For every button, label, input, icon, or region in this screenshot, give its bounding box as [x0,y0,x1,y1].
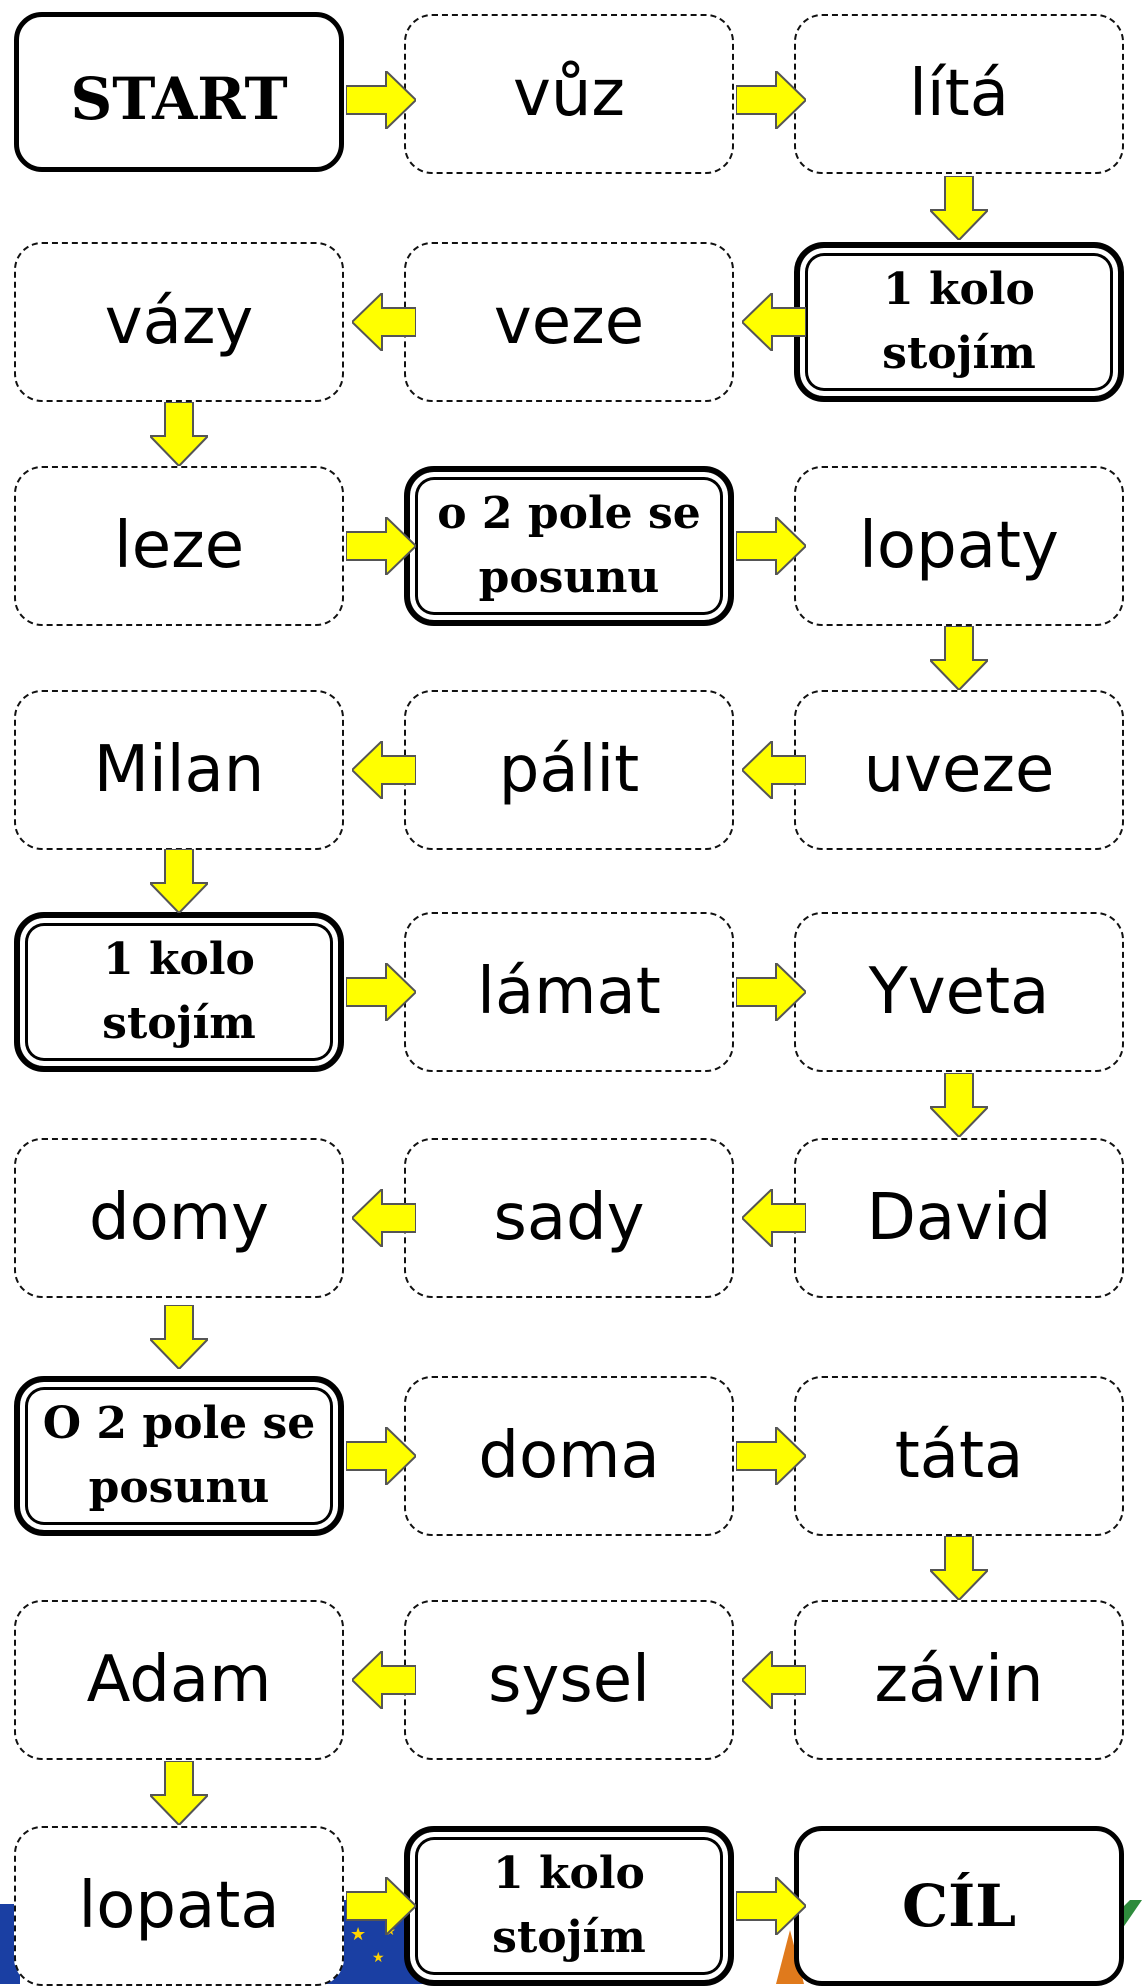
board-cell-label: závin [874,1642,1044,1717]
arrow-left-icon [352,1189,416,1247]
board-cell-7-2: doma [404,1376,734,1536]
board-cell-label: veze [493,284,645,359]
board-cell-label: o 2 pole se posunu [437,488,701,603]
board-cell-label: pálit [498,732,640,807]
board-cell-2-2: veze [404,242,734,402]
board-cell-8-1: Adam [14,1600,344,1760]
board-cell-6-3: David [794,1138,1124,1298]
board-cell-label: 1 kolo stojím [102,934,256,1049]
board-cell-1-1: START [14,12,344,172]
arrow-right-icon [346,1877,416,1935]
board-cell-label: O 2 pole se posunu [42,1398,316,1513]
board-cell-label: Yveta [868,954,1050,1029]
arrow-right-icon [346,517,416,575]
board-cell-9-1: lopata [14,1826,344,1986]
arrow-left-icon [742,1189,806,1247]
board-cell-label: lopaty [859,508,1059,583]
board-cell-label: domy [89,1180,269,1255]
board-cell-7-3: táta [794,1376,1124,1536]
arrow-down-icon [150,1761,208,1825]
arrow-down-icon [930,176,988,240]
board-cell-label: David [866,1180,1052,1255]
board-cell-5-1: 1 kolo stojím [14,912,344,1072]
board-cell-3-2: o 2 pole se posunu [404,466,734,626]
svg-text:★: ★ [372,1951,385,1966]
arrow-down-icon [150,1305,208,1369]
board-cell-label: lítá [909,56,1009,131]
board-cell-6-1: domy [14,1138,344,1298]
board-cell-4-3: uveze [794,690,1124,850]
arrow-left-icon [742,1651,806,1709]
board-cell-5-2: lámat [404,912,734,1072]
board-cell-label: Adam [86,1642,272,1717]
arrow-right-icon [736,517,806,575]
board-cell-2-1: vázy [14,242,344,402]
board-cell-label: sysel [488,1642,650,1717]
arrow-right-icon [736,1877,806,1935]
arrow-left-icon [352,293,416,351]
board-cell-label: sady [493,1180,645,1255]
board-cell-4-1: Milan [14,690,344,850]
board-cell-label: leze [113,508,245,583]
board-cell-label: Milan [93,732,265,807]
arrow-left-icon [742,741,806,799]
board-cell-label: 1 kolo stojím [882,264,1036,379]
board-cell-label: uveze [863,732,1055,807]
board-cell-label: lopata [78,1868,280,1943]
board-cell-1-3: lítá [794,14,1124,174]
board-cell-6-2: sady [404,1138,734,1298]
arrow-left-icon [742,293,806,351]
arrow-down-icon [930,626,988,690]
board-cell-label: START [70,64,288,133]
board-cell-label: CÍL [901,1871,1017,1940]
board-cell-8-3: závin [794,1600,1124,1760]
eu-flag-stars: ★ [350,1924,366,1944]
board-cell-label: 1 kolo stojím [492,1848,646,1963]
arrow-down-icon [150,402,208,466]
arrow-down-icon [930,1536,988,1600]
arrow-right-icon [346,963,416,1021]
arrow-left-icon [352,1651,416,1709]
arrow-right-icon [346,71,416,129]
board-cell-label: lámat [477,954,661,1029]
arrow-down-icon [150,849,208,913]
board-cell-8-2: sysel [404,1600,734,1760]
board-cell-5-3: Yveta [794,912,1124,1072]
arrow-right-icon [346,1427,416,1485]
board-cell-3-3: lopaty [794,466,1124,626]
arrow-right-icon [736,963,806,1021]
board-cell-7-1: O 2 pole se posunu [14,1376,344,1536]
board-cell-4-2: pálit [404,690,734,850]
board-cell-1-2: vůz [404,14,734,174]
board-cell-label: vázy [104,284,254,359]
board-cell-9-2: 1 kolo stojím [404,1826,734,1986]
board-cell-label: táta [894,1418,1024,1493]
arrow-down-icon [930,1073,988,1137]
arrow-right-icon [736,1427,806,1485]
board-cell-label: vůz [512,56,626,131]
arrow-right-icon [736,71,806,129]
arrow-left-icon [352,741,416,799]
board-cell-9-3: CÍL [794,1826,1124,1986]
board-cell-2-3: 1 kolo stojím [794,242,1124,402]
board-cell-label: doma [478,1418,660,1493]
board-cell-3-1: leze [14,466,344,626]
